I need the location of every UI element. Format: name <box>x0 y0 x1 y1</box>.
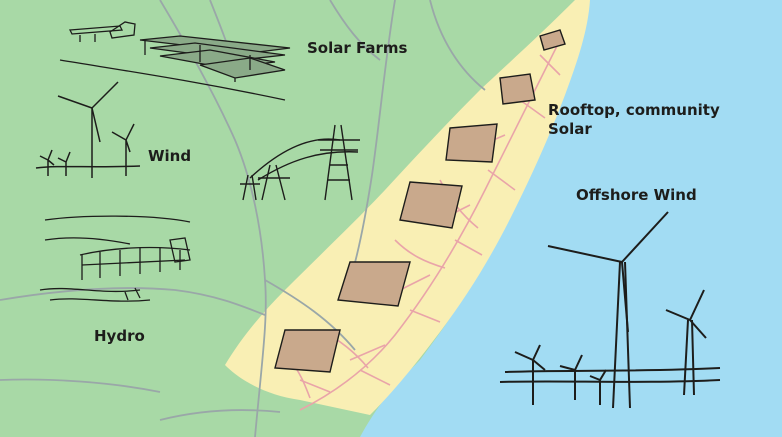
label-solar-farms: Solar Farms <box>307 39 408 57</box>
land-roads <box>0 0 486 437</box>
label-offshore-wind: Offshore Wind <box>576 186 697 204</box>
offshore-wind-turbine-icon <box>499 211 721 409</box>
ocean-area <box>360 0 782 437</box>
transmission-tower-icon <box>240 124 360 201</box>
hydro-dam-icon <box>39 215 191 302</box>
label-hydro: Hydro <box>94 327 145 345</box>
label-wind: Wind <box>148 147 192 165</box>
solar-panel-icon <box>274 29 566 373</box>
label-rooftop-solar: Rooftop, community Solar <box>548 101 720 138</box>
wind-turbine-icon <box>35 81 141 178</box>
solar-panel-array-icon <box>59 21 291 101</box>
